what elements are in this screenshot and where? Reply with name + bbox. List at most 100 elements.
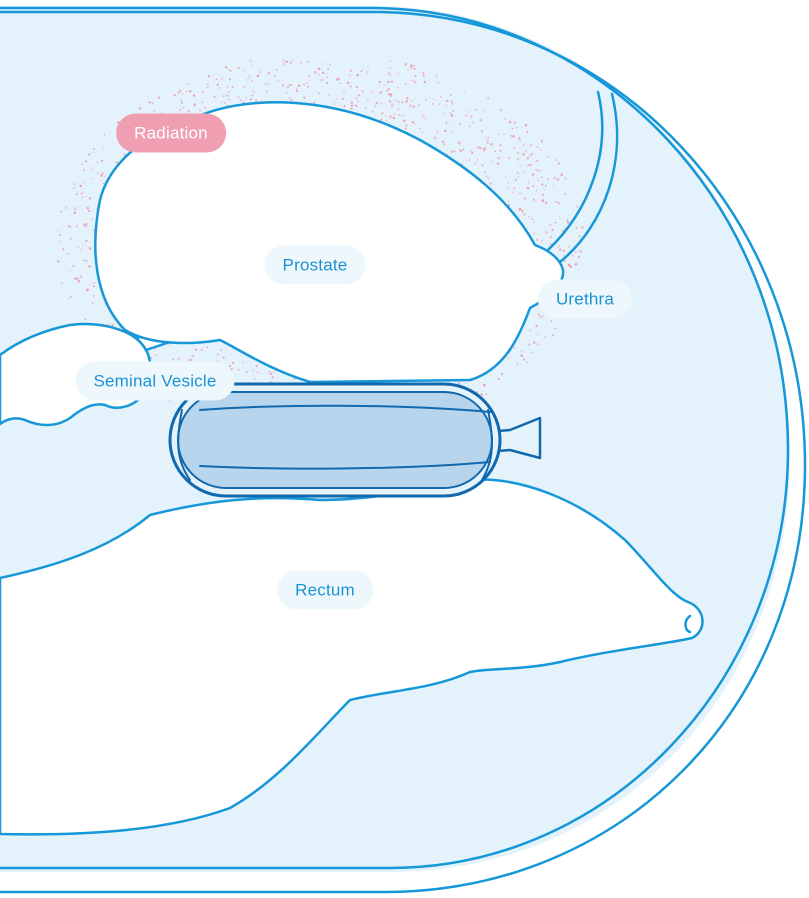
radiation-dot [525,150,528,153]
radiation-dot [500,144,502,146]
radiation-dot [381,112,383,114]
radiation-dot [379,85,380,86]
radiation-dot [383,84,385,86]
radiation-dot [393,117,395,119]
radiation-dot [391,103,393,105]
radiation-dot [243,86,245,88]
radiation-dot [499,150,501,152]
radiation-dot [74,212,76,214]
radiation-dot [253,91,255,93]
radiation-dot [555,327,557,329]
radiation-dot [72,265,74,267]
radiation-dot [366,71,368,73]
radiation-dot [92,302,94,304]
radiation-dot [216,79,218,81]
radiation-dot [247,79,249,81]
radiation-dot [412,80,413,81]
radiation-dot [254,378,256,380]
radiation-dot [451,114,453,116]
label-urethra: Urethra [538,280,632,319]
radiation-dot [397,108,399,110]
radiation-dot [423,75,425,77]
radiation-dot [177,358,179,360]
radiation-dot [94,282,96,284]
radiation-dot [225,66,227,68]
radiation-dot [485,176,487,178]
radiation-dot [495,134,496,135]
radiation-dot [559,244,561,246]
radiation-dot [306,82,308,84]
radiation-dot [578,235,580,237]
radiation-dot [519,208,522,211]
radiation-dot [406,102,408,104]
radiation-dot [186,91,188,93]
radiation-dot [291,99,293,101]
radiation-dot [480,119,482,121]
radiation-dot [548,156,550,158]
radiation-dot [483,150,485,152]
radiation-dot [260,372,261,373]
radiation-dot [527,131,529,133]
radiation-dot [519,193,521,195]
radiation-dot [286,92,288,94]
radiation-dot [221,101,223,103]
radiation-dot [445,122,447,124]
radiation-dot [273,371,275,373]
radiation-dot [85,226,87,228]
radiation-dot [85,160,87,162]
radiation-dot [578,256,580,258]
radiation-dot [227,95,229,97]
radiation-dot [405,127,407,129]
radiation-dot [246,371,248,373]
radiation-dot [446,105,448,107]
radiation-dot [388,93,390,95]
radiation-dot [537,146,539,148]
radiation-dot [389,100,391,102]
radiation-dot [521,351,523,353]
radiation-dot [419,128,421,130]
radiation-dot [424,81,426,83]
radiation-dot [182,106,184,108]
radiation-dot [412,105,414,107]
radiation-dot [435,77,437,79]
radiation-dot [570,266,572,268]
radiation-dot [82,245,83,246]
radiation-dot [567,221,569,223]
radiation-dot [475,109,477,111]
radiation-dot [470,150,471,151]
radiation-dot [394,113,396,115]
radiation-dot [458,142,461,145]
radiation-dot [540,170,542,172]
radiation-dot [362,90,364,92]
radiation-dot [541,140,543,142]
radiation-dot [88,154,90,156]
radiation-dot [228,98,230,100]
radiation-dot [425,99,427,101]
radiation-dot [250,99,252,101]
radiation-dot [489,182,491,184]
radiation-dot [433,99,434,100]
radiation-dot [350,70,352,72]
radiation-dot [213,96,215,98]
radiation-dot [521,209,523,211]
radiation-dot [187,83,189,85]
radiation-dot [188,110,190,112]
radiation-dot [450,94,452,96]
radiation-dot [376,102,378,104]
radiation-dot [453,150,455,152]
radiation-dot [412,100,413,101]
radiation-dot [208,75,210,77]
radiation-dot [237,96,239,98]
radiation-dot [59,234,61,236]
radiation-dot [386,120,388,122]
radiation-dot [318,68,321,71]
radiation-dot [446,100,448,102]
radiation-dot [307,61,309,63]
radiation-dot [328,94,330,96]
radiation-dot [537,170,539,172]
radiation-dot [321,79,323,81]
radiation-dot [512,192,513,193]
radiation-dot [252,370,254,372]
radiation-dot [483,384,486,387]
radiation-dot [289,84,291,86]
